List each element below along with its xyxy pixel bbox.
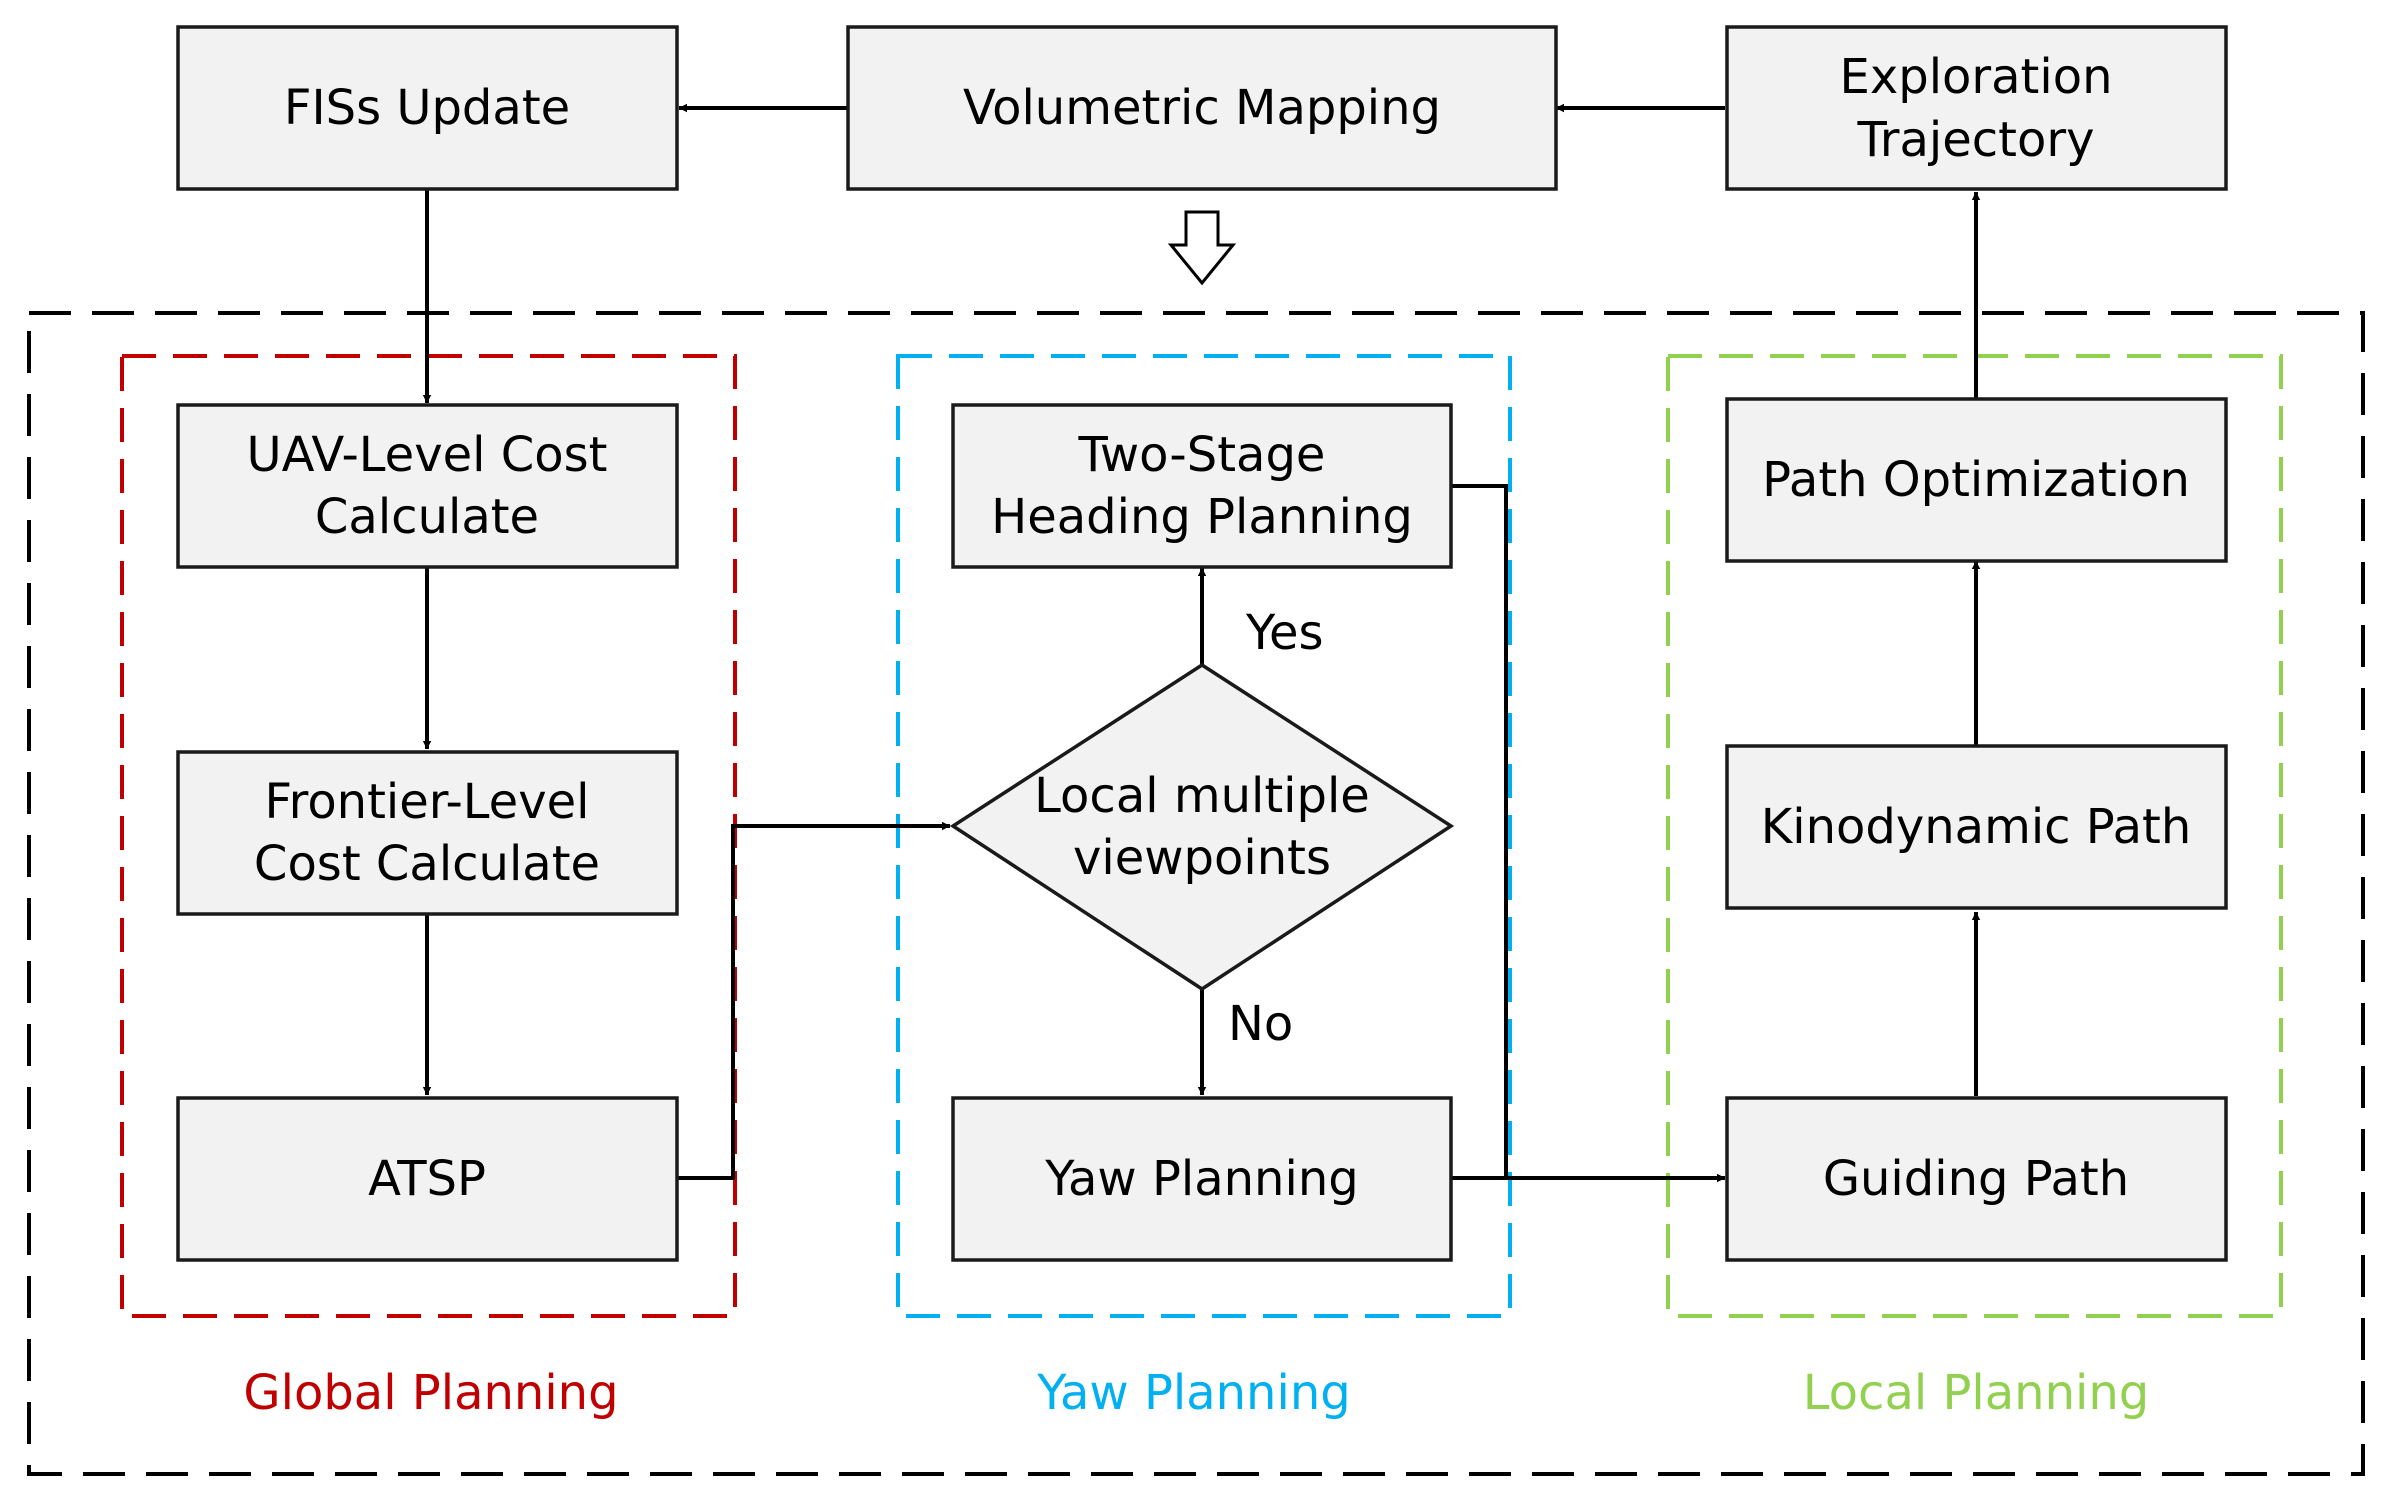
edge-label-yes: Yes <box>1245 605 1323 661</box>
node-volumetric-mapping: Volumetric Mapping <box>846 25 1558 191</box>
node-fis-update: FISs Update <box>176 25 679 191</box>
svg-text:Calculate: Calculate <box>315 489 539 545</box>
yaw-planning-frame <box>896 354 1512 1318</box>
edge-label-no: No <box>1228 996 1293 1052</box>
svg-text:Frontier-Level: Frontier-Level <box>265 774 590 830</box>
outer-planning-frame <box>27 311 2365 1476</box>
node-kinodynamic-path: Kinodynamic Path <box>1725 744 2228 910</box>
node-decision-viewpoints-line-2: viewpoints <box>1073 830 1331 886</box>
node-exploration-trajectory-line-1: Exploration <box>1840 49 2113 105</box>
node-uav-level-cost-line-1: UAV-Level Cost <box>247 427 608 483</box>
edge-atsp-to-decision <box>677 821 951 1180</box>
node-guiding-path: Guiding Path <box>1725 1096 2228 1262</box>
svg-text:Guiding Path: Guiding Path <box>1823 1151 2129 1207</box>
node-fis-update-line-1: FISs Update <box>284 80 570 136</box>
node-uav-level-cost: UAV-Level Cost Calculate <box>176 403 679 569</box>
node-decision-viewpoints-line-1: Local multiple <box>1034 768 1370 824</box>
node-two-stage-heading-line-1: Two-Stage <box>1078 427 1326 483</box>
node-exploration-trajectory-line-2: Trajectory <box>1857 112 2095 168</box>
node-frontier-level-cost-line-2: Cost Calculate <box>254 836 600 892</box>
node-path-optimization: Path Optimization <box>1725 397 2228 563</box>
svg-text:viewpoints: viewpoints <box>1073 830 1331 886</box>
node-guiding-path-line-1: Guiding Path <box>1823 1151 2129 1207</box>
svg-text:Local multiple: Local multiple <box>1034 768 1370 824</box>
group-label-global-planning: Global Planning <box>243 1365 618 1421</box>
svg-text:Path Optimization: Path Optimization <box>1762 452 2190 508</box>
node-exploration-trajectory: Exploration Trajectory <box>1725 25 2228 191</box>
node-frontier-level-cost-line-1: Frontier-Level <box>265 774 590 830</box>
node-kinodynamic-path-line-1: Kinodynamic Path <box>1761 799 2192 855</box>
svg-text:Two-Stage: Two-Stage <box>1078 427 1326 483</box>
node-path-optimization-line-1: Path Optimization <box>1762 452 2190 508</box>
svg-text:Volumetric Mapping: Volumetric Mapping <box>963 80 1441 136</box>
node-atsp-line-1: ATSP <box>368 1151 486 1207</box>
node-yaw-planning: Yaw Planning <box>951 1096 1453 1262</box>
svg-text:FISs Update: FISs Update <box>284 80 570 136</box>
svg-text:Yaw Planning: Yaw Planning <box>1044 1151 1358 1207</box>
node-uav-level-cost-line-2: Calculate <box>315 489 539 545</box>
node-decision-viewpoints: Local multiple viewpoints <box>949 662 1455 992</box>
svg-text:UAV-Level Cost: UAV-Level Cost <box>247 427 608 483</box>
node-two-stage-heading-line-2: Heading Planning <box>991 489 1413 545</box>
hollow-down-arrow-icon <box>1167 210 1237 286</box>
node-frontier-level-cost: Frontier-Level Cost Calculate <box>176 750 679 916</box>
svg-text:Trajectory: Trajectory <box>1857 112 2095 168</box>
edge-two-stage-merge <box>1451 484 1508 1178</box>
svg-text:ATSP: ATSP <box>368 1151 486 1207</box>
node-yaw-planning-line-1: Yaw Planning <box>1044 1151 1358 1207</box>
group-label-yaw-planning: Yaw Planning <box>1036 1365 1350 1421</box>
node-volumetric-mapping-line-1: Volumetric Mapping <box>963 80 1441 136</box>
node-two-stage-heading: Two-Stage Heading Planning <box>951 403 1453 569</box>
svg-text:Exploration: Exploration <box>1840 49 2113 105</box>
svg-text:Cost Calculate: Cost Calculate <box>254 836 600 892</box>
svg-text:Heading Planning: Heading Planning <box>991 489 1413 545</box>
group-label-local-planning: Local Planning <box>1803 1365 2149 1421</box>
svg-text:Kinodynamic Path: Kinodynamic Path <box>1761 799 2192 855</box>
node-atsp: ATSP <box>176 1096 679 1262</box>
